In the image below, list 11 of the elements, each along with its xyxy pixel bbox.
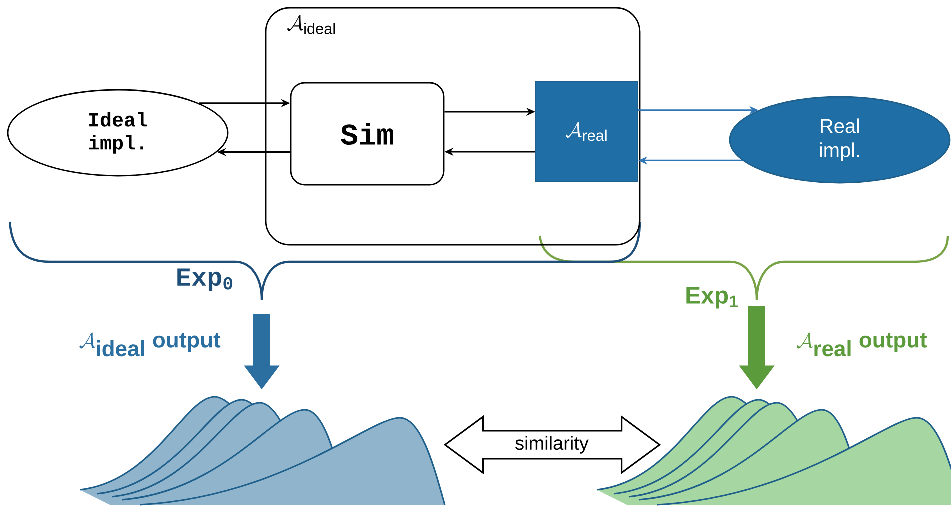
distribution-drawing bbox=[80, 396, 446, 506]
process-box: Sim bbox=[290, 82, 445, 186]
oval-node: Real impl. bbox=[729, 96, 951, 184]
process-box: $\mathcal{A}_{\mathrm{real}}$ bbox=[536, 82, 638, 182]
edge-label: similarity bbox=[514, 435, 590, 455]
distribution-drawing bbox=[596, 396, 951, 506]
brace-label: Exp$_{0}$ bbox=[178, 268, 233, 292]
edge-label: $\mathcal{A}_{\textbf{real}}\ \textbf{output}$ bbox=[797, 332, 928, 357]
oval-node: Ideal impl. bbox=[7, 89, 229, 177]
edge-label: $\mathcal{A}_{\textbf{ideal}}\ \textbf{output}$ bbox=[80, 332, 221, 357]
brace-label: Exp$_{1}$ bbox=[686, 287, 738, 309]
